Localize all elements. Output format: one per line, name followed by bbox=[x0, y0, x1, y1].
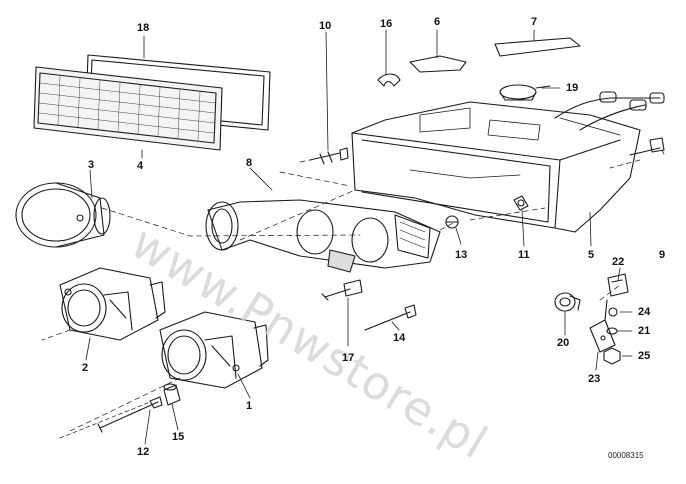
part-13-nut bbox=[445, 215, 459, 229]
callout-5: 5 bbox=[588, 249, 595, 261]
callout-4: 4 bbox=[137, 160, 144, 172]
part-12-long-screw bbox=[59, 396, 163, 439]
part-19-socket bbox=[499, 84, 551, 101]
callout-9: 9 bbox=[659, 249, 666, 261]
part-9-screw bbox=[629, 137, 665, 156]
callout-24: 24 bbox=[638, 306, 651, 318]
callout-15: 15 bbox=[172, 431, 185, 443]
callout-10: 10 bbox=[319, 20, 332, 32]
callout-2: 2 bbox=[82, 362, 89, 374]
part-25-nut bbox=[603, 347, 621, 365]
callout-18: 18 bbox=[137, 22, 150, 34]
callout-17: 17 bbox=[342, 352, 355, 364]
callout-16: 16 bbox=[380, 18, 393, 30]
part-11-adjuster bbox=[513, 195, 529, 211]
part-23-bracket bbox=[589, 299, 616, 353]
part-2-headlight-insert bbox=[59, 267, 166, 341]
part-7-cover-strip bbox=[494, 37, 581, 57]
drawing-id: 00008315 bbox=[608, 451, 644, 460]
callout-14: 14 bbox=[393, 332, 406, 344]
part-22-connector bbox=[607, 273, 629, 297]
part-14-long-screw bbox=[364, 304, 417, 331]
callout-25: 25 bbox=[638, 350, 651, 362]
part-15-bushing bbox=[163, 383, 181, 406]
callout-8: 8 bbox=[246, 157, 253, 169]
callout-19: 19 bbox=[566, 82, 579, 94]
callout-22: 22 bbox=[612, 256, 625, 268]
callout-11: 11 bbox=[518, 249, 530, 261]
part-24-screw bbox=[608, 307, 618, 317]
leader-lines bbox=[85, 29, 665, 445]
callout-6: 6 bbox=[434, 16, 441, 28]
assembly-lines bbox=[41, 159, 641, 433]
part-1-headlight-insert bbox=[159, 311, 269, 389]
part-10-screw bbox=[309, 147, 349, 165]
part-17-adjusting-screw bbox=[321, 279, 363, 301]
part-21-washer bbox=[606, 327, 618, 335]
part-3-reflector bbox=[15, 182, 111, 248]
part-16-clip bbox=[377, 73, 401, 87]
part-5-housing bbox=[351, 101, 641, 233]
part-6-cap bbox=[409, 55, 467, 73]
wiring-harness bbox=[554, 91, 665, 131]
callout-23: 23 bbox=[588, 373, 601, 385]
callout-3: 3 bbox=[88, 159, 95, 171]
callout-21: 21 bbox=[638, 325, 651, 337]
callout-13: 13 bbox=[455, 249, 468, 261]
part-8-bracket bbox=[205, 199, 441, 273]
part-4-lens bbox=[33, 66, 223, 151]
part-20-knob bbox=[554, 292, 581, 312]
callout-1: 1 bbox=[246, 400, 253, 412]
callout-12: 12 bbox=[137, 446, 150, 458]
callout-20: 20 bbox=[557, 337, 570, 349]
callout-7: 7 bbox=[531, 16, 538, 28]
